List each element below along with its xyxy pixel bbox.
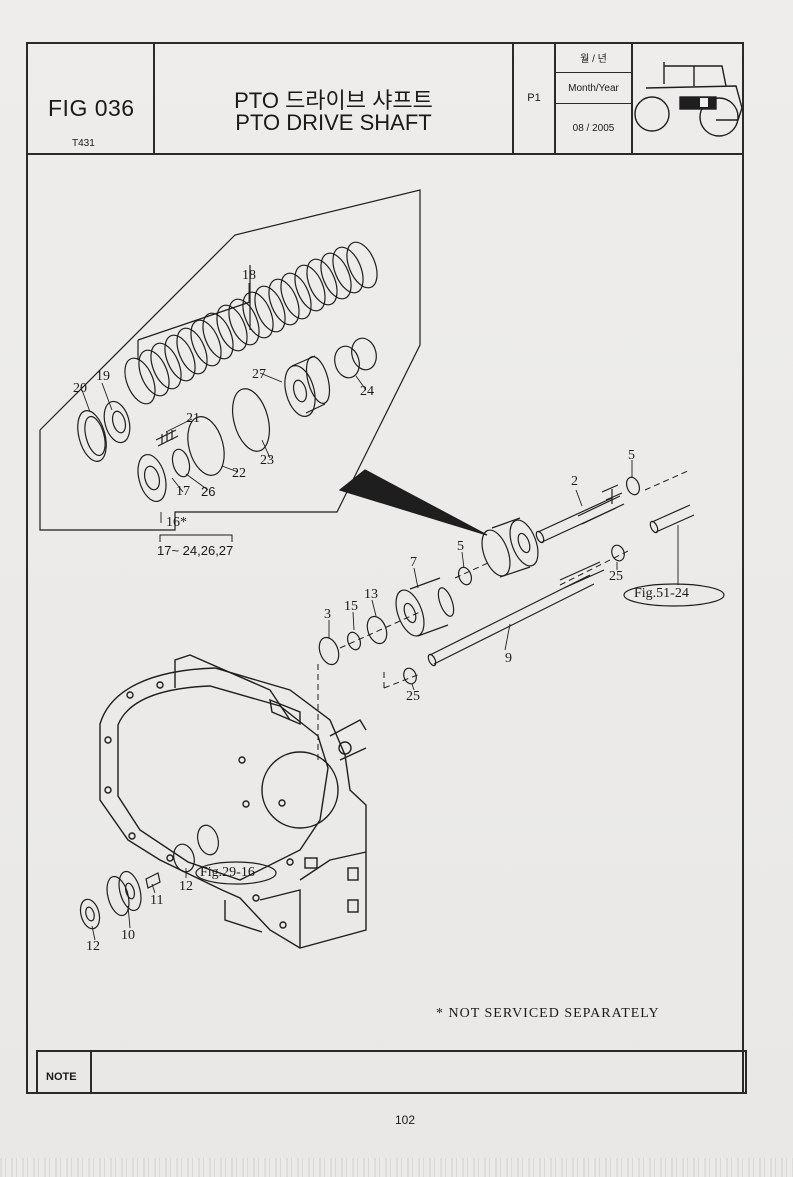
centerlines <box>317 469 691 760</box>
sheet-page: P1 <box>527 92 541 104</box>
callout-16-contents: 17~ 24,26,27 <box>157 543 234 558</box>
callout-25b: 25 <box>406 689 420 704</box>
callout-5b: 5 <box>457 539 464 554</box>
bearing-13 <box>366 615 388 645</box>
transmission-housing <box>99 654 367 949</box>
header-divider-4 <box>631 42 633 154</box>
date-value: 08 / 2005 <box>572 123 615 134</box>
callout-27: 27 <box>252 367 266 382</box>
leader-lines <box>81 283 679 941</box>
header-divider-2 <box>512 42 514 154</box>
callout-22: 22 <box>232 466 246 481</box>
coupler-shaft <box>649 504 695 534</box>
bearing-5a <box>457 566 473 586</box>
fig29-ref-oval <box>195 861 277 885</box>
note-divider <box>90 1050 92 1094</box>
inset-box <box>39 189 421 531</box>
callout-3: 3 <box>324 607 331 622</box>
bearing-12a <box>173 843 195 873</box>
note-right-rule <box>745 1050 747 1094</box>
seal-ring-housing <box>196 824 220 856</box>
date-row-rule-1 <box>555 72 632 73</box>
date-header-korean: 월 / 년 <box>580 54 607 65</box>
clutch-plate-stack <box>124 241 378 405</box>
note-label: NOTE <box>46 1071 77 1083</box>
note-left-rule <box>36 1050 38 1094</box>
fig51-ref-oval <box>623 583 725 607</box>
washer-15 <box>346 631 362 651</box>
callout-12a: 12 <box>179 879 193 894</box>
fig51-cross-ref: Fig.51-24 <box>634 586 689 601</box>
callout-7: 7 <box>410 555 417 570</box>
seal-22 <box>187 416 225 476</box>
gear-7 <box>395 577 455 637</box>
callout-9: 9 <box>505 651 512 666</box>
footnote: * NOT SERVICED SEPARATELY <box>436 1006 660 1021</box>
tractor-icon <box>634 62 743 137</box>
page-title: PTO DRIVE SHAFT <box>235 110 432 135</box>
callout-10: 10 <box>121 928 135 943</box>
callout-25a: 25 <box>609 569 623 584</box>
seal-ring-24b <box>351 337 377 371</box>
note-top-rule <box>36 1050 747 1052</box>
bearing-3 <box>318 636 340 666</box>
callout-11: 11 <box>150 893 164 908</box>
snap-ring-20 <box>77 410 107 462</box>
clutch-drum <box>481 517 539 578</box>
piston-17 <box>137 453 167 503</box>
fig-number: FIG 036 <box>48 95 135 121</box>
plate-19 <box>103 400 131 444</box>
bearing-12b <box>79 898 101 930</box>
header-divider-1 <box>153 42 155 154</box>
group-bracket-16 <box>159 534 233 542</box>
date-header: Month/Year <box>568 83 619 94</box>
callout-2: 2 <box>571 474 578 489</box>
callout-18: 18 <box>242 268 256 283</box>
callout-17: 17 <box>176 484 190 499</box>
note-bottom-rule <box>36 1092 747 1094</box>
fig29-cross-ref: Fig.29-16 <box>200 865 255 880</box>
bushing-25a <box>403 667 417 685</box>
callout-15: 15 <box>344 599 358 614</box>
callout-12b: 12 <box>86 939 100 954</box>
header-bottom-rule <box>26 153 744 155</box>
header-divider-3 <box>554 42 556 154</box>
callout-13: 13 <box>364 587 378 602</box>
pin-11 <box>145 872 161 889</box>
spring-21 <box>155 429 179 447</box>
callout-5a: 5 <box>628 448 635 463</box>
callout-26: 26 <box>201 484 216 499</box>
scan-edge <box>0 1158 793 1177</box>
callout-21: 21 <box>186 411 200 426</box>
page-title-korean: PTO 드라이브 샤프트 <box>234 88 433 113</box>
piston-23 <box>232 388 270 452</box>
date-row-rule-2 <box>555 103 632 104</box>
callout-24: 24 <box>360 384 374 399</box>
callout-19: 19 <box>96 369 110 384</box>
gear-10 <box>106 870 142 917</box>
callout-16: 16* <box>166 515 187 530</box>
bushing-25b <box>611 544 625 562</box>
clutch-hub-27 <box>284 355 331 417</box>
pto-shaft-2 <box>535 484 625 544</box>
page-number: 102 <box>394 1113 416 1127</box>
callout-20: 20 <box>73 381 87 396</box>
pto-shaft-9 <box>427 561 605 667</box>
model-code: T431 <box>72 138 95 149</box>
inset-pointer <box>338 469 488 536</box>
bearing-5b <box>625 476 641 496</box>
o-ring-26 <box>171 448 191 478</box>
seal-ring-24a <box>334 345 360 379</box>
callout-23: 23 <box>260 453 274 468</box>
